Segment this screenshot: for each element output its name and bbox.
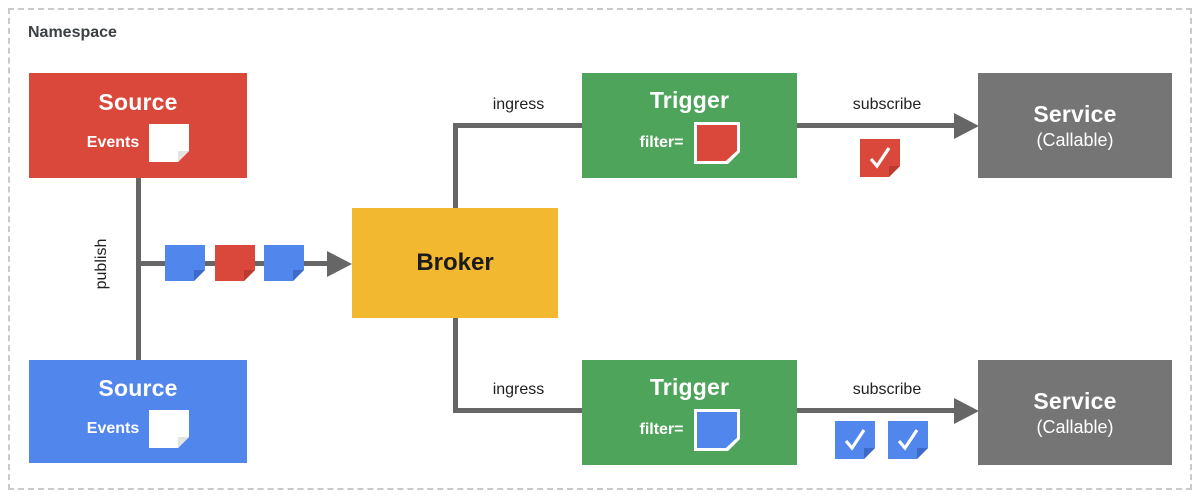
service-title: Service [1033, 387, 1117, 414]
filter-row: filter= [639, 122, 740, 164]
source-box-blue: Source Events [29, 360, 247, 463]
trigger-title: Trigger [649, 374, 730, 400]
checked-event-note-icon-blue [888, 421, 928, 459]
ingress-label-bottom: ingress [492, 381, 545, 398]
filter-note-icon-red [693, 122, 740, 164]
events-row: Events [86, 124, 190, 162]
broker-title: Broker [416, 249, 494, 276]
source-title: Source [98, 89, 178, 115]
arrowhead-shape [954, 113, 979, 139]
note-fold [194, 270, 205, 281]
service-box-top: Service (Callable) [978, 73, 1172, 178]
note-body [696, 125, 737, 161]
checked-event-note-icon-red [860, 139, 900, 177]
subscribe-label-top: subscribe [852, 96, 922, 113]
arrowhead-shape [327, 251, 352, 277]
service-box-bottom: Service (Callable) [978, 360, 1172, 465]
service-subtitle: (Callable) [1036, 129, 1114, 150]
checked-event-note-icon-blue [835, 421, 875, 459]
note-fold [917, 448, 928, 459]
arrowhead-shape [954, 398, 979, 424]
subscribe-label-bottom: subscribe [852, 381, 922, 398]
subscribe-line-top [797, 123, 957, 128]
trigger-box-top: Trigger filter= [582, 73, 797, 178]
check-icon [869, 147, 891, 169]
source-box-red: Source Events [29, 73, 247, 178]
filter-row: filter= [639, 409, 740, 451]
service-title: Service [1033, 100, 1117, 127]
arrowhead-icon [327, 251, 352, 277]
events-label: Events [86, 134, 140, 151]
service-subtitle: (Callable) [1036, 416, 1114, 437]
events-row: Events [86, 410, 190, 448]
events-note-icon [149, 124, 190, 162]
trigger-title: Trigger [649, 87, 730, 113]
events-label: Events [86, 420, 140, 437]
subscribe-line-bottom [797, 408, 957, 413]
note-fold [178, 151, 190, 162]
filter-label: filter= [639, 421, 684, 438]
filter-label: filter= [639, 134, 684, 151]
arrowhead-icon [954, 113, 979, 139]
event-note-icon [165, 245, 205, 281]
ingress-line-bottom [455, 408, 582, 413]
ingress-label-top: ingress [492, 96, 545, 113]
note-fold [244, 270, 255, 281]
namespace-boundary [8, 8, 1192, 490]
events-note-icon [149, 410, 190, 448]
publish-line [136, 178, 141, 362]
filter-note-icon-blue [693, 409, 740, 451]
note-fold [889, 166, 900, 177]
note-fold [293, 270, 304, 281]
arrowhead-icon [954, 398, 979, 424]
event-note-icon [264, 245, 304, 281]
note-fold [178, 437, 190, 448]
source-title: Source [98, 375, 178, 401]
check-icon [844, 429, 866, 451]
publish-label: publish [93, 238, 110, 290]
broker-ingress-line-bottom [453, 318, 458, 413]
namespace-label: Namespace [28, 24, 117, 41]
note-fold [864, 448, 875, 459]
broker-box: Broker [352, 208, 558, 318]
broker-ingress-line-top [453, 123, 458, 208]
note-body [696, 412, 737, 448]
trigger-box-bottom: Trigger filter= [582, 360, 797, 465]
check-icon [897, 429, 919, 451]
ingress-line-top [455, 123, 582, 128]
event-note-icon [215, 245, 255, 281]
